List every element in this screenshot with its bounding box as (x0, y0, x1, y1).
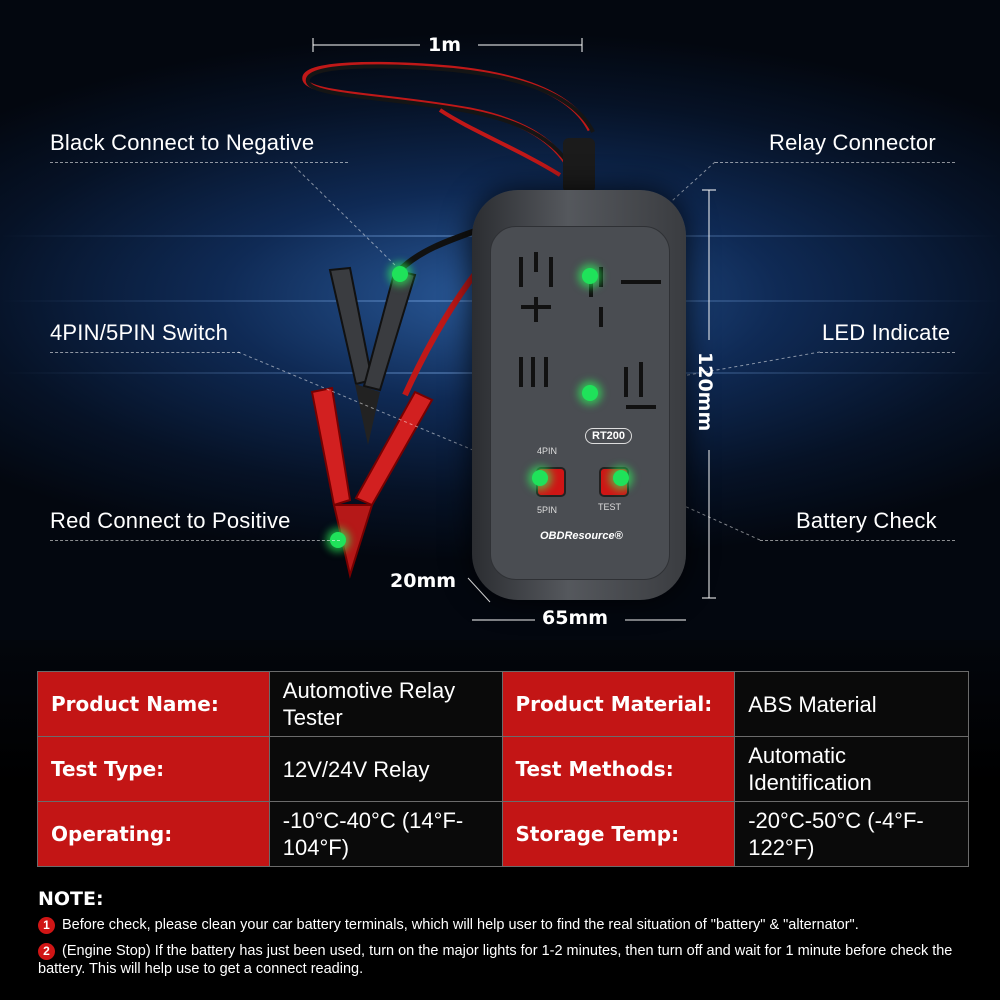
brand-logo: OBDResource® (540, 530, 623, 542)
callout-underline (760, 540, 955, 541)
note-title: NOTE: (38, 888, 104, 910)
note-number: 1 (38, 916, 55, 934)
spec-value: ABS Material (734, 671, 969, 737)
spec-key: Storage Temp: (501, 801, 736, 867)
table-row: Test Type: 12V/24V Relay Test Methods: A… (37, 736, 969, 802)
pin5-label: 5PIN (537, 505, 558, 515)
device-face (490, 226, 670, 580)
callout-battery-check: Battery Check (796, 508, 937, 533)
relay-socket-icon (519, 252, 661, 409)
width-label: 65mm (542, 607, 609, 629)
callout-red-positive: Red Connect to Positive (50, 508, 291, 533)
callout-underline (50, 162, 348, 163)
red-clamp-icon (310, 386, 434, 579)
test-label: TEST (598, 502, 622, 512)
spec-value: -10°C-40°C (14°F-104°F) (268, 801, 503, 867)
spec-key: Test Methods: (501, 736, 736, 802)
indicator-dot (392, 266, 408, 282)
black-clamp-icon (328, 266, 417, 445)
cable-length-label: 1m (428, 34, 462, 56)
callout-relay-connector: Relay Connector (769, 130, 936, 155)
relay-tester-device (472, 190, 686, 600)
note-number: 2 (38, 942, 55, 960)
table-row: Operating: -10°C-40°C (14°F-104°F) Stora… (37, 801, 969, 867)
indicator-dot (613, 470, 629, 486)
spec-value: -20°C-50°C (-4°F-122°F) (734, 801, 969, 867)
callout-underline (715, 162, 955, 163)
depth-label: 20mm (390, 570, 457, 592)
spec-key: Product Name: (37, 671, 270, 737)
indicator-dot (582, 385, 598, 401)
height-label: 120mm (694, 352, 716, 432)
model-badge: RT200 (585, 428, 633, 444)
pin4-label: 4PIN (537, 446, 558, 456)
spec-key: Product Material: (501, 671, 736, 737)
callout-pin-switch: 4PIN/5PIN Switch (50, 320, 229, 345)
spec-key: Test Type: (37, 736, 270, 802)
spec-value: Automotive Relay Tester (268, 671, 503, 737)
spec-value: Automatic Identification (734, 736, 969, 802)
spec-key: Operating: (37, 801, 270, 867)
spec-value: 12V/24V Relay (268, 736, 503, 802)
callout-black-negative: Black Connect to Negative (50, 130, 315, 155)
note-item: 2(Engine Stop) If the battery has just b… (38, 942, 968, 978)
note-text: Before check, please clean your car batt… (62, 917, 859, 933)
spec-table: Product Name: Automotive Relay Tester Pr… (37, 671, 969, 867)
indicator-dot (582, 268, 598, 284)
table-row: Product Name: Automotive Relay Tester Pr… (37, 671, 969, 737)
callout-underline (820, 352, 955, 353)
callout-underline (50, 540, 340, 541)
indicator-dot (532, 470, 548, 486)
callout-underline (50, 352, 240, 353)
callout-led-indicate: LED Indicate (822, 320, 951, 345)
note-item: 1 Before check, please clean your car bat… (38, 916, 978, 934)
note-text: (Engine Stop) If the battery has just be… (38, 943, 953, 977)
